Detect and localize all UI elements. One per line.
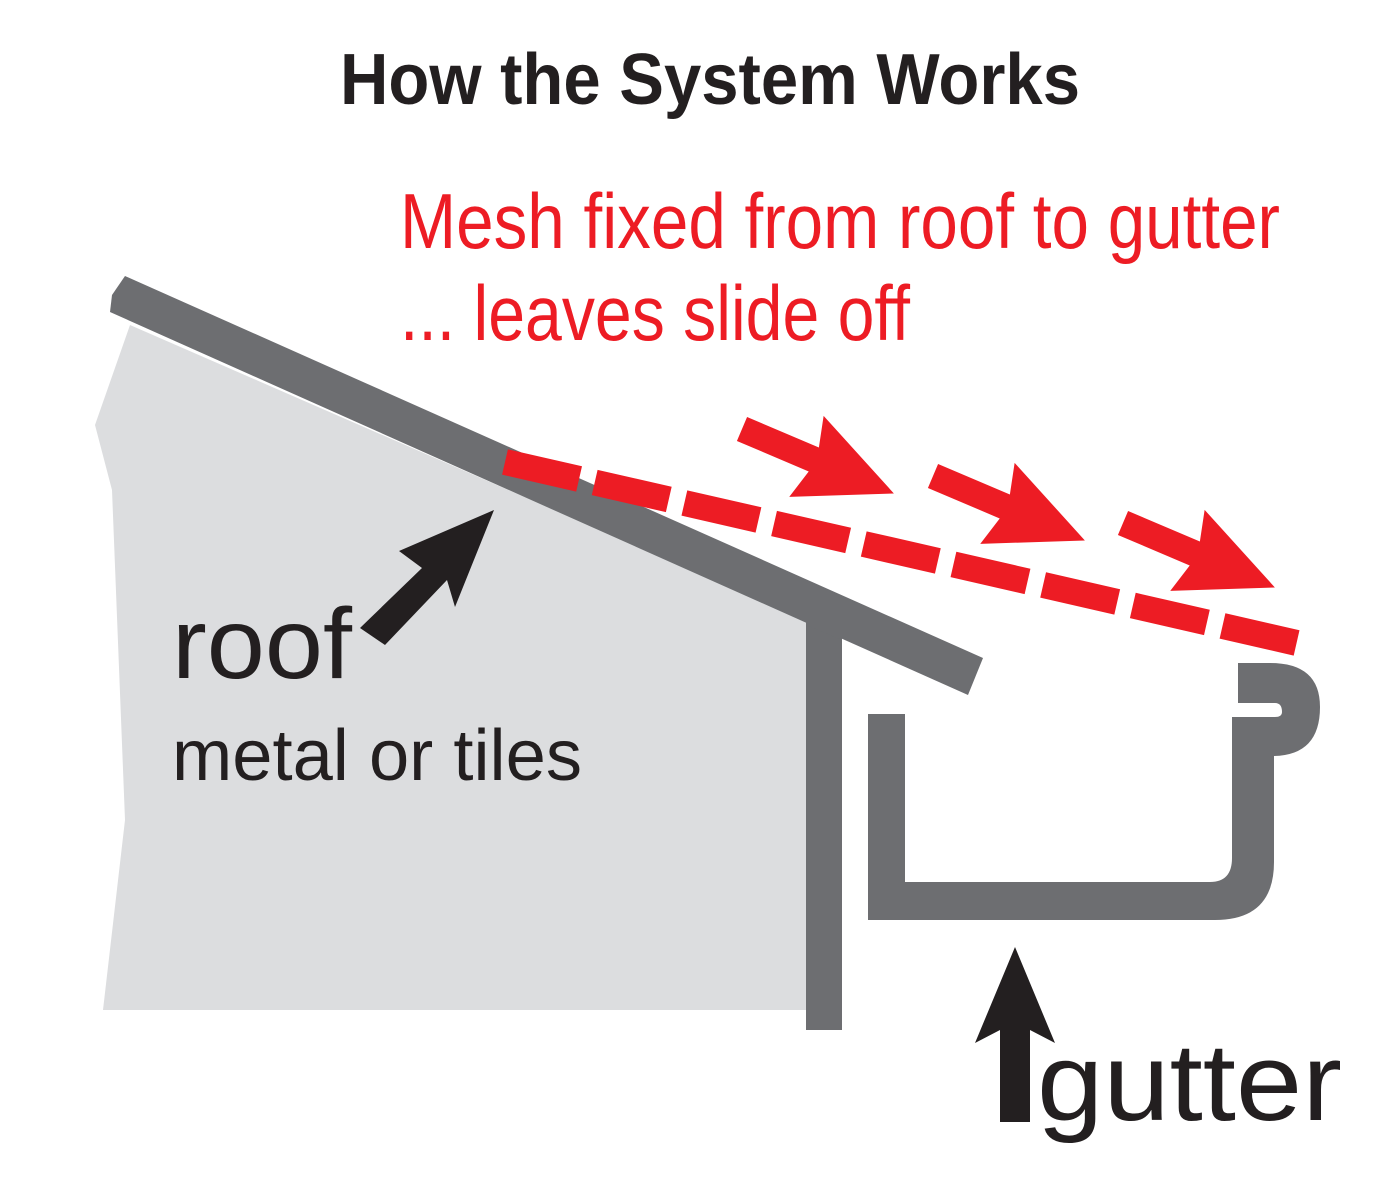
mesh-segment — [860, 531, 941, 574]
mesh-segment — [771, 510, 852, 554]
mesh-segment — [1129, 592, 1210, 636]
mesh-segment — [502, 449, 582, 492]
arrow-right-icon — [927, 462, 1085, 544]
gutter-mesh — [502, 449, 1300, 656]
roof-label: roof — [172, 588, 352, 700]
arrow-right-icon — [736, 415, 894, 497]
fascia-board — [806, 615, 842, 1030]
roof-sublabel: metal or tiles — [172, 716, 582, 796]
caption-line-1: Mesh fixed from roof to gutter — [400, 177, 1280, 265]
mesh-segment — [950, 551, 1031, 595]
leaf-flow-arrows — [736, 415, 1275, 591]
mesh-segment — [1219, 613, 1300, 656]
caption-line-2: ... leaves slide off — [400, 269, 910, 357]
mesh-segment — [591, 469, 672, 513]
mesh-segment — [681, 490, 762, 533]
arrow-right-icon — [1117, 509, 1275, 591]
mesh-segment — [1040, 572, 1121, 615]
building-wall — [95, 325, 808, 1010]
arrow-up-right-icon — [360, 510, 494, 645]
arrow-up-icon — [975, 947, 1055, 1122]
fascia-top — [806, 615, 842, 640]
diagram-title: How the System Works — [340, 40, 1080, 120]
roof-beam — [110, 276, 983, 695]
gutter-profile — [868, 663, 1320, 920]
gutter-label: gutter — [1037, 1021, 1342, 1144]
